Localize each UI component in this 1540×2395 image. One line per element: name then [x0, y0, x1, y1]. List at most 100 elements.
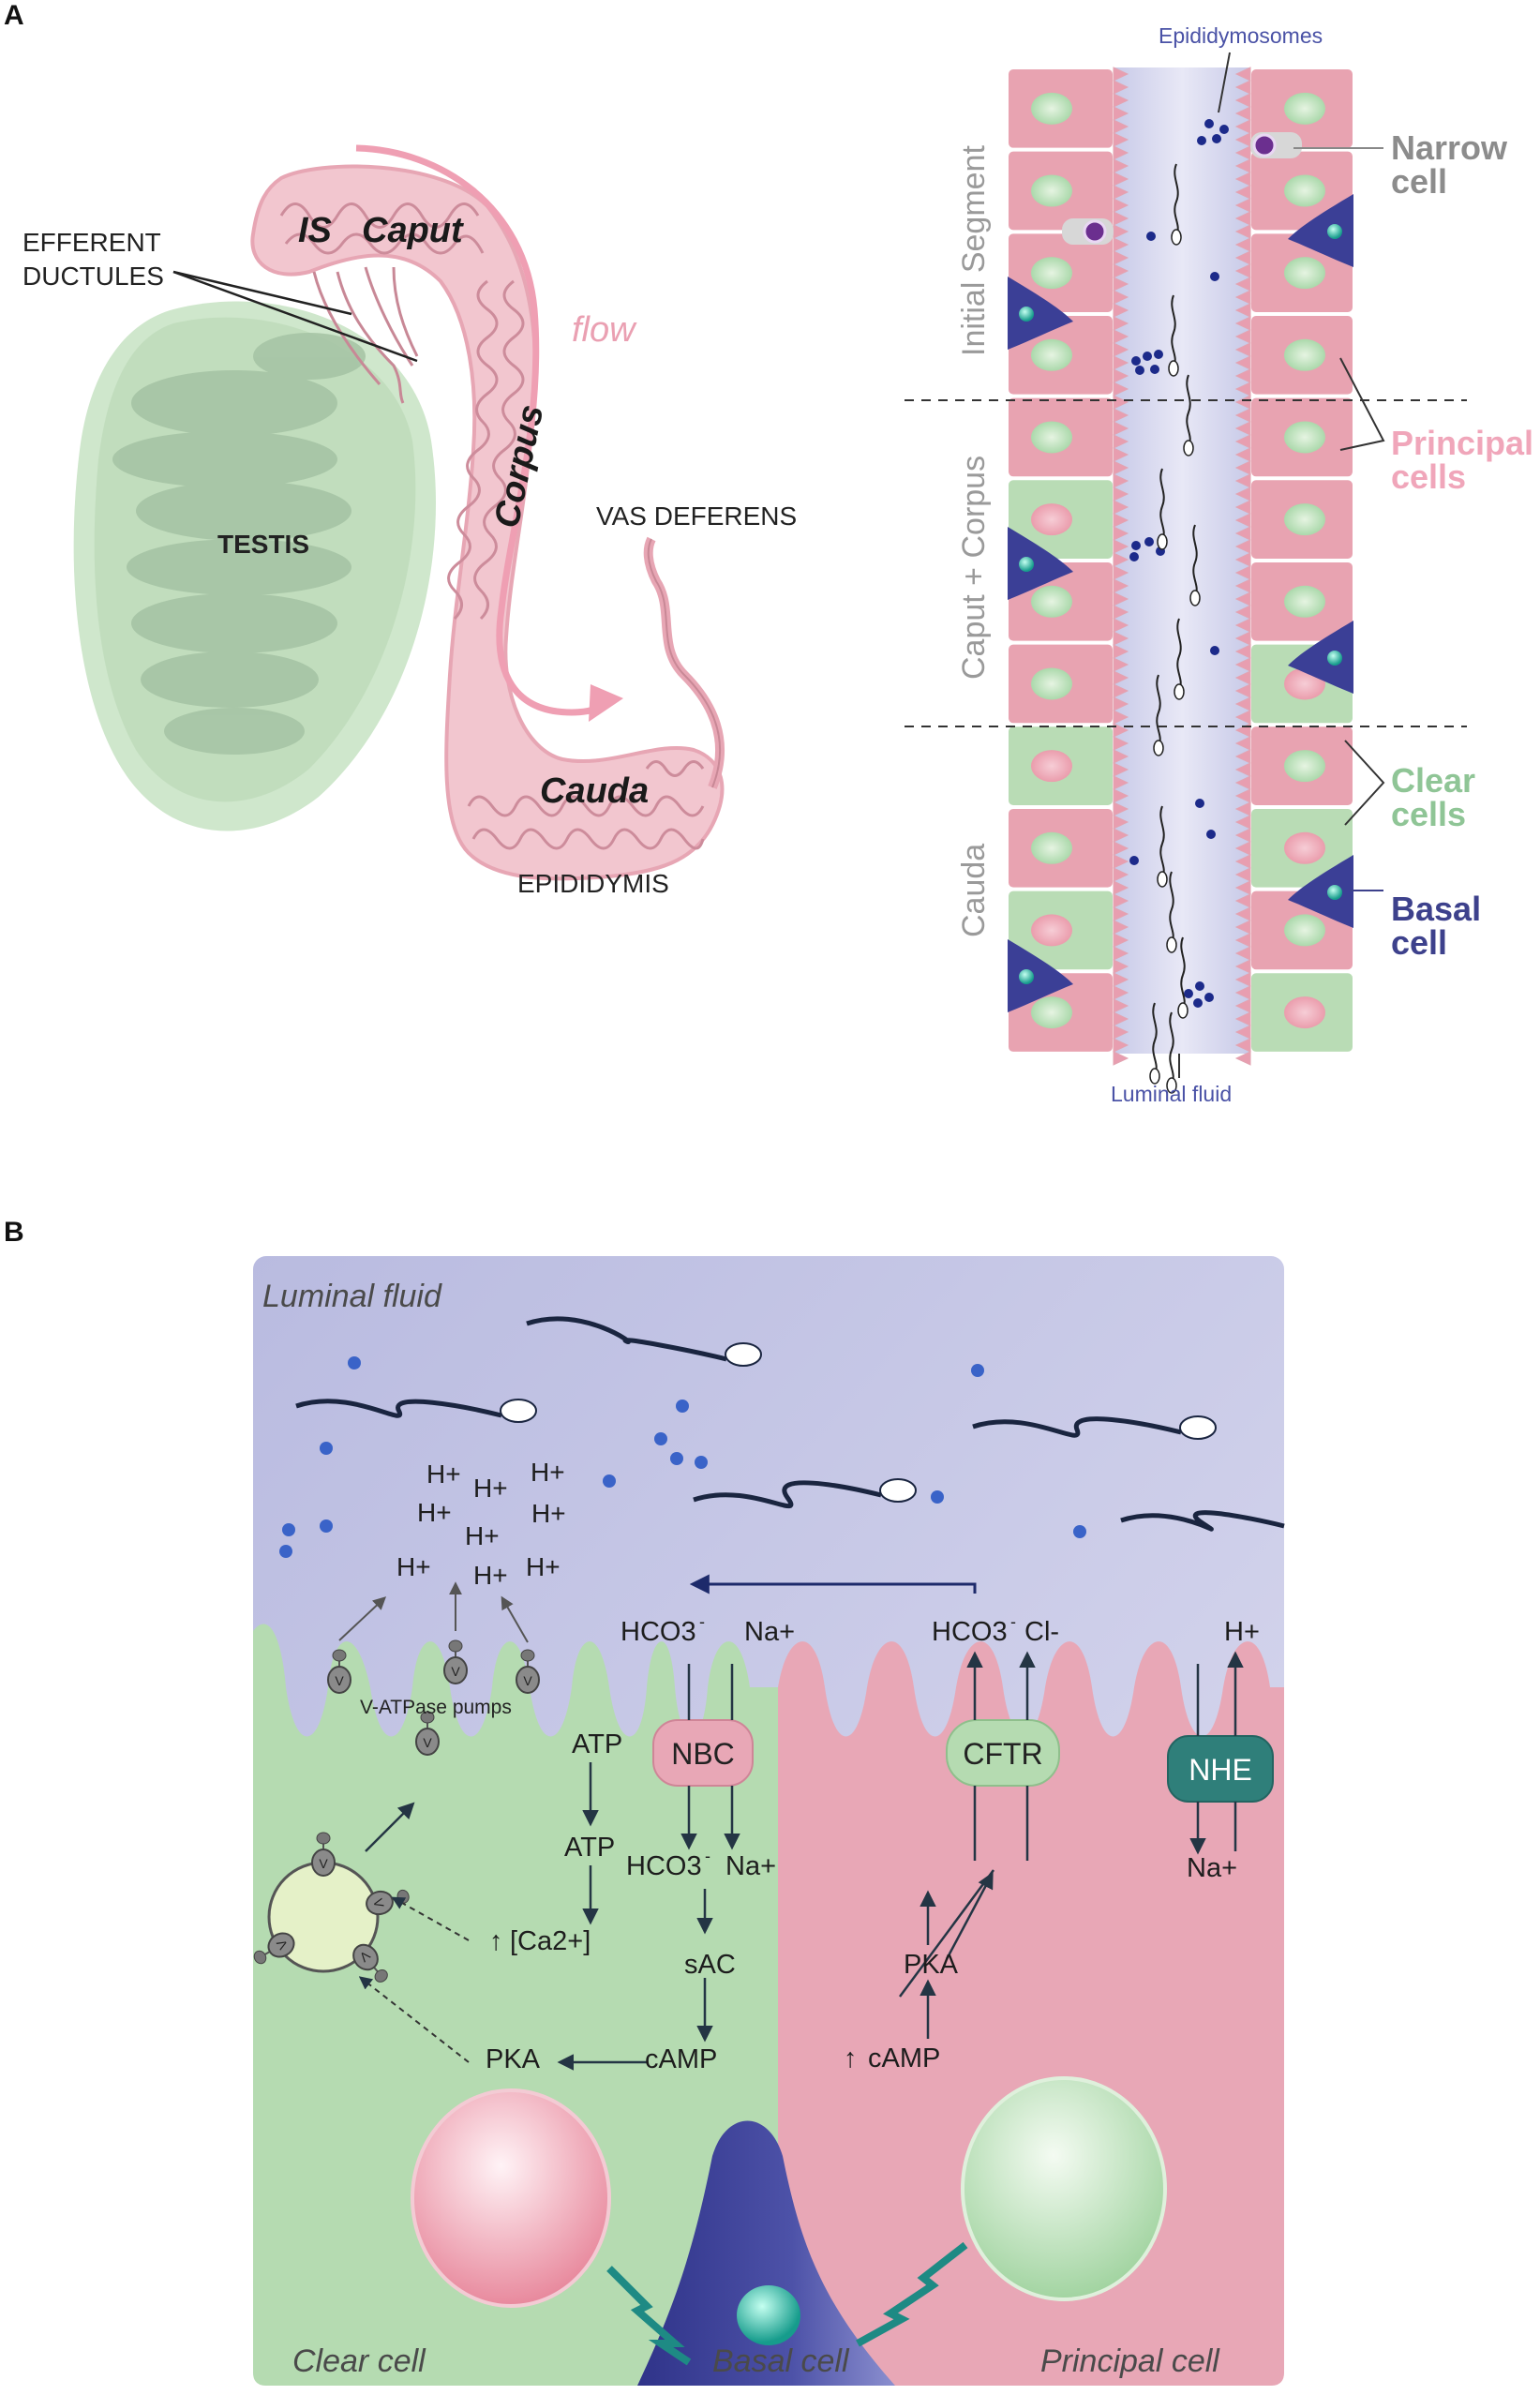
principal-label-1: Principal [1391, 424, 1533, 462]
efferent-label-line2: DUCTULES [22, 262, 164, 291]
tube-right-nucleus [1284, 503, 1325, 536]
tube-sperm-head [1183, 440, 1194, 457]
tube-sperm-tail [1152, 1002, 1158, 1074]
tube-epididymosome [1135, 366, 1144, 375]
tube-epididymosome [1195, 981, 1204, 991]
h-plus-label: H+ [426, 1459, 461, 1489]
pka-principal-label: PKA [904, 1950, 959, 1980]
vesicle-to-membrane-arrow [365, 1802, 415, 1852]
camp-clear-label: cAMP [645, 2044, 717, 2074]
tube-left-nucleus [1031, 667, 1072, 700]
pump-proton-arrow [501, 1595, 529, 1643]
tube-left-microvilli [1112, 67, 1129, 1066]
sperm-head [500, 1399, 537, 1423]
sperm-tail [295, 1399, 502, 1418]
tube-sperm-tail [1180, 936, 1186, 1009]
tube-epididymosome [1131, 356, 1141, 366]
principal-pointer [1339, 357, 1385, 451]
v-atpase-pump: V [516, 1649, 540, 1694]
camp-principal-label: cAMP [868, 2043, 940, 2073]
tube-basal-cell [1008, 939, 1073, 1012]
tube-sperm-head [1149, 1068, 1160, 1085]
tube-basal-nucleus [1019, 969, 1034, 984]
nhe-label: NHE [1189, 1753, 1252, 1787]
tube-sperm-head [1171, 229, 1182, 246]
tube-sperm-head [1157, 533, 1168, 550]
luminal-vesicle-dot [670, 1452, 683, 1465]
luminal-fluid-label-a: Luminal fluid [1111, 1082, 1232, 1106]
pka-clear-label: PKA [486, 2044, 541, 2074]
efferent-label-line1: EFFERENT [22, 228, 161, 257]
v-atpase-pump: V [415, 1711, 440, 1756]
epididymosomes-label: Epididymosomes [1159, 23, 1323, 48]
is-label: IS [298, 211, 332, 250]
tube-epididymosome [1150, 365, 1159, 374]
tube-sperm-head [1189, 590, 1201, 606]
tube-epididymosome [1143, 352, 1152, 361]
sac-label: sAC [684, 1950, 736, 1980]
sperm-tail [1120, 1510, 1285, 1532]
signal-bolt-left [606, 2266, 692, 2366]
tube-left-nucleus [1031, 996, 1072, 1029]
h-lumen-label: H+ [1224, 1617, 1260, 1647]
tube-epididymosome [1184, 989, 1193, 998]
tube-sperm-tail [1176, 618, 1182, 690]
sperm-tail [693, 1480, 882, 1509]
v-atpase-pump: V [327, 1649, 351, 1694]
tube-epididymosome [1210, 646, 1219, 655]
tube-basal-nucleus [1019, 557, 1034, 572]
pump-head [374, 1968, 388, 1983]
tube-right-nucleus [1284, 174, 1325, 207]
pump-body [443, 1656, 468, 1684]
luminal-vesicle-dot [654, 1432, 667, 1445]
pump-proton-arrow [338, 1596, 387, 1641]
vesicle-pump: V [311, 1832, 336, 1877]
signal-bolt-right [856, 2241, 968, 2347]
tube-sperm-tail [1186, 374, 1191, 446]
tube-sperm-head [1153, 740, 1164, 756]
tube-sperm-tail [1159, 805, 1165, 877]
testis-illustration [73, 301, 436, 831]
basal-cell-label: Basal cell [712, 2343, 850, 2379]
tube-left-nucleus [1031, 338, 1072, 371]
nhe-transporter: NHE [1167, 1735, 1274, 1803]
sperm-tail [972, 1416, 1182, 1438]
epididymis-label: EPIDIDYMIS [517, 869, 669, 898]
tube-epididymosome [1219, 125, 1229, 134]
hco3-label: HCO3 [932, 1617, 1008, 1647]
tube-narrow-nucleus [1252, 133, 1277, 157]
pump-body [267, 1932, 295, 1958]
nbc-label: NBC [671, 1737, 735, 1771]
h-plus-label: H+ [417, 1498, 452, 1527]
tube-sperm-tail [1192, 524, 1198, 596]
pump-body [352, 1943, 379, 1971]
luminal-vesicle-dot [279, 1545, 292, 1558]
h-plus-label: H+ [531, 1458, 565, 1487]
pump-body [311, 1849, 336, 1877]
tube-right-nucleus [1284, 585, 1325, 618]
luminal-vesicle-dot [320, 1519, 333, 1533]
tube-sperm-tail [1171, 294, 1176, 367]
tube-epididymosome [1146, 232, 1156, 241]
bicarbonate-flux-arrow [689, 1574, 977, 1594]
tube-narrow-nucleus [1083, 219, 1107, 244]
luminal-vesicle-dot [1073, 1525, 1086, 1538]
tube-sperm-tail [1169, 871, 1174, 943]
transport-arrows [557, 1651, 1244, 2071]
cftr-transporter: CFTR [946, 1719, 1060, 1787]
tube-right-nucleus [1284, 338, 1325, 371]
clear-label-1: Clear [1391, 761, 1475, 800]
luminal-vesicle-dot [282, 1523, 295, 1536]
h-plus-label: H+ [396, 1552, 431, 1581]
pump-body [327, 1666, 351, 1694]
luminal-fluid-label-b: Luminal fluid [262, 1279, 442, 1314]
narrow-label-2: cell [1391, 162, 1447, 201]
hco3-label: HCO3 [620, 1617, 696, 1647]
luminal-vesicle-dot [603, 1474, 616, 1488]
clear-cell-label: Clear cell [292, 2343, 426, 2379]
ca-label: [Ca2+] [510, 1926, 591, 1956]
vesicle-pump: V [366, 1889, 410, 1916]
